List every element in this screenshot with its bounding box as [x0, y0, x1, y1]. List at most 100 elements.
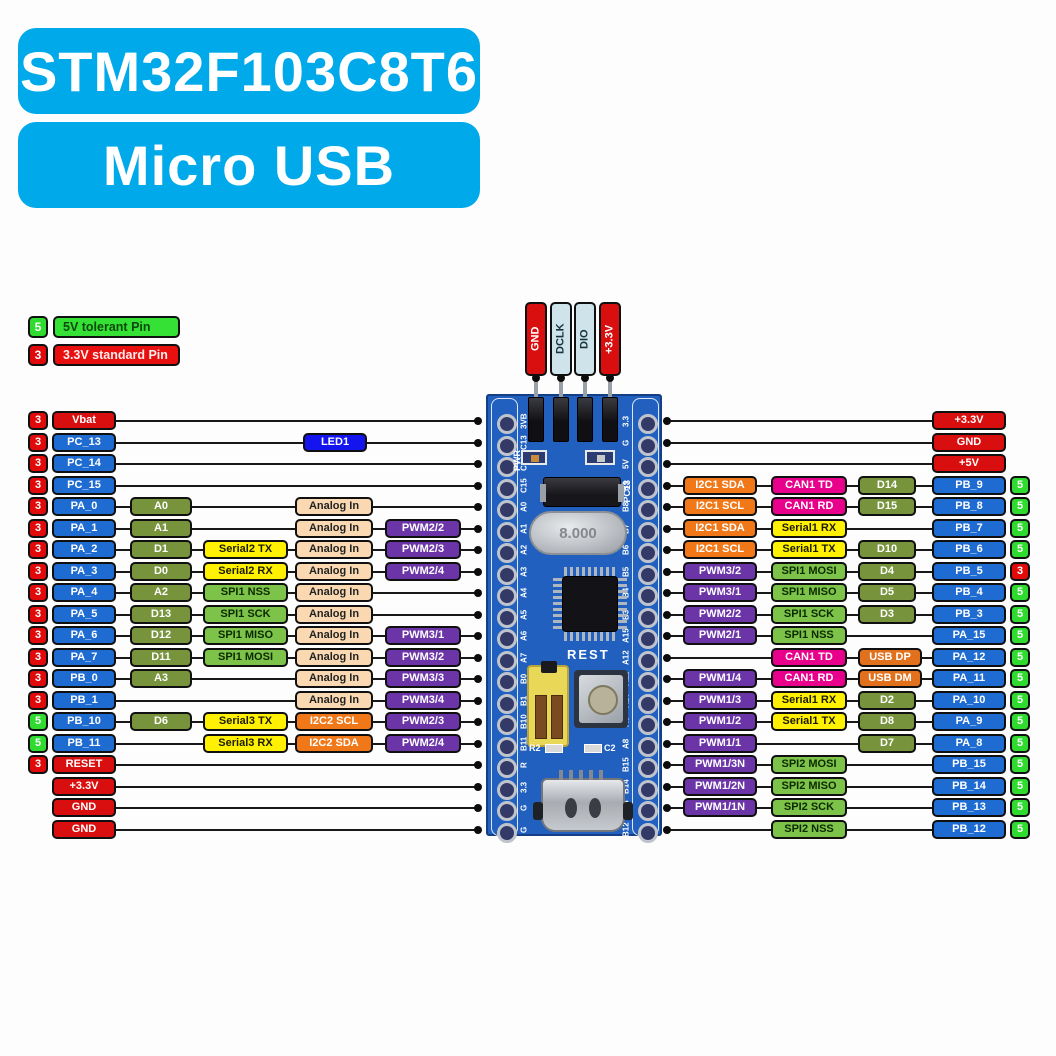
tolerance-badge: 5 — [1010, 820, 1030, 839]
silkscreen-text: A3 — [519, 566, 529, 577]
top-pin-label-dclk: DCLK — [549, 302, 572, 376]
silkscreen-text: A8 — [621, 738, 631, 749]
wire-junction-dot — [474, 782, 482, 791]
alias-label: D1 — [130, 540, 192, 559]
tolerance-badge: 3 — [28, 648, 48, 667]
silkscreen-text: A0 — [519, 501, 529, 512]
reset-button[interactable] — [574, 670, 628, 728]
alt-func-label: PWM2/1 — [683, 626, 757, 645]
pin-hole — [638, 499, 658, 520]
alias-label: D2 — [858, 691, 916, 710]
wire-junction-dot — [663, 588, 671, 597]
silkscreen-text: A12 — [621, 650, 631, 665]
pin-label-pb_15: PB_15 — [932, 755, 1006, 774]
tolerance-badge: 3 — [28, 497, 48, 516]
alias-label: D12 — [130, 626, 192, 645]
tolerance-badge: 5 — [1010, 476, 1030, 495]
pin-hole — [497, 478, 517, 499]
wire — [116, 441, 478, 444]
legend-3v3-badge: 3 — [28, 344, 48, 366]
pin-hole — [497, 714, 517, 735]
wire-junction-dot — [663, 696, 671, 705]
tolerance-badge: 3 — [28, 476, 48, 495]
alt-func-label: PWM1/2N — [683, 777, 757, 796]
bus-label: SPI1 MOSI — [203, 648, 288, 667]
wire-junction-dot — [474, 524, 482, 533]
wire-junction-dot — [556, 374, 565, 382]
alias-label: D15 — [858, 497, 916, 516]
wire — [116, 763, 478, 766]
r2-resistor — [545, 744, 563, 753]
alias-label: D5 — [858, 583, 916, 602]
pin-label-5v: +5V — [932, 454, 1006, 473]
pwm-label: PWM3/1 — [385, 626, 461, 645]
pwm-label: PWM2/4 — [385, 562, 461, 581]
tolerance-badge: 3 — [28, 540, 48, 559]
usb-label: USB DP — [858, 648, 922, 667]
usb-label: USB DM — [858, 669, 922, 688]
alt-func-label: I2C1 SCL — [683, 540, 757, 559]
pin-label-pb_0: PB_0 — [52, 669, 116, 688]
tolerance-badge: 5 — [28, 734, 48, 753]
mcu-pins-right — [617, 578, 627, 630]
bus-label: Serial2 RX — [203, 562, 288, 581]
alt-func-label: I2C1 SDA — [683, 519, 757, 538]
silkscreen-text: G — [519, 826, 529, 833]
pin-hole — [638, 650, 658, 671]
alias-label: D7 — [858, 734, 916, 753]
pin-label-pa_3: PA_3 — [52, 562, 116, 581]
pin-label-vbat: Vbat — [52, 411, 116, 430]
pin-hole — [638, 542, 658, 563]
analog-label: Analog In — [295, 540, 373, 559]
wire-junction-dot — [474, 438, 482, 447]
alt-func-label: PWM1/4 — [683, 669, 757, 688]
bus-label: SPI2 NSS — [771, 820, 847, 839]
pin-hole — [638, 800, 658, 821]
alias-label: A2 — [130, 583, 192, 602]
pin-hole — [638, 413, 658, 434]
debug-pin-lead — [558, 380, 563, 400]
led1-label: LED1 — [303, 433, 367, 452]
alias-label: D0 — [130, 562, 192, 581]
silkscreen-text: 3.3 — [519, 780, 529, 793]
analog-label: Analog In — [295, 605, 373, 624]
tolerance-badge: 5 — [1010, 712, 1030, 731]
pin-label-+3.3v: +3.3V — [52, 777, 116, 796]
silkscreen-text: C15 — [519, 478, 529, 493]
wire-junction-dot — [474, 588, 482, 597]
header-pin — [601, 397, 618, 442]
wire — [667, 742, 934, 745]
wire-junction-dot — [474, 631, 482, 640]
pin-hole — [638, 585, 658, 606]
wire — [116, 828, 478, 831]
wire-junction-dot — [474, 416, 482, 425]
tolerance-badge: 3 — [28, 626, 48, 645]
pin-hole — [638, 757, 658, 778]
silkscreen-text: A6 — [519, 630, 529, 641]
alt-func-label: PWM1/1 — [683, 734, 757, 753]
wire — [667, 462, 934, 465]
tolerance-badge: 3 — [1010, 562, 1030, 581]
tolerance-badge: 5 — [1010, 734, 1030, 753]
micro-usb-connector[interactable] — [533, 770, 633, 832]
wire-junction-dot — [663, 610, 671, 619]
bus-label: CAN1 RD — [771, 669, 847, 688]
bus-label: SPI1 SCK — [203, 605, 288, 624]
wire — [116, 806, 478, 809]
pin-label-pa_12: PA_12 — [932, 648, 1006, 667]
pin-hole — [497, 779, 517, 800]
wire-junction-dot — [474, 653, 482, 662]
header-pin — [552, 397, 569, 442]
pin-label-pc_13: PC_13 — [52, 433, 116, 452]
wire-junction-dot — [663, 567, 671, 576]
header-pin — [528, 397, 544, 442]
header-pin — [577, 397, 593, 442]
pwm-label: PWM3/2 — [385, 648, 461, 667]
mcu-pins-left — [553, 578, 563, 630]
alias-label: D11 — [130, 648, 192, 667]
pin-label-pc_14: PC_14 — [52, 454, 116, 473]
bus-label: SPI1 MOSI — [771, 562, 847, 581]
alt-func-label: PWM1/1N — [683, 798, 757, 817]
analog-label: Analog In — [295, 497, 373, 516]
pin-hole — [497, 542, 517, 563]
